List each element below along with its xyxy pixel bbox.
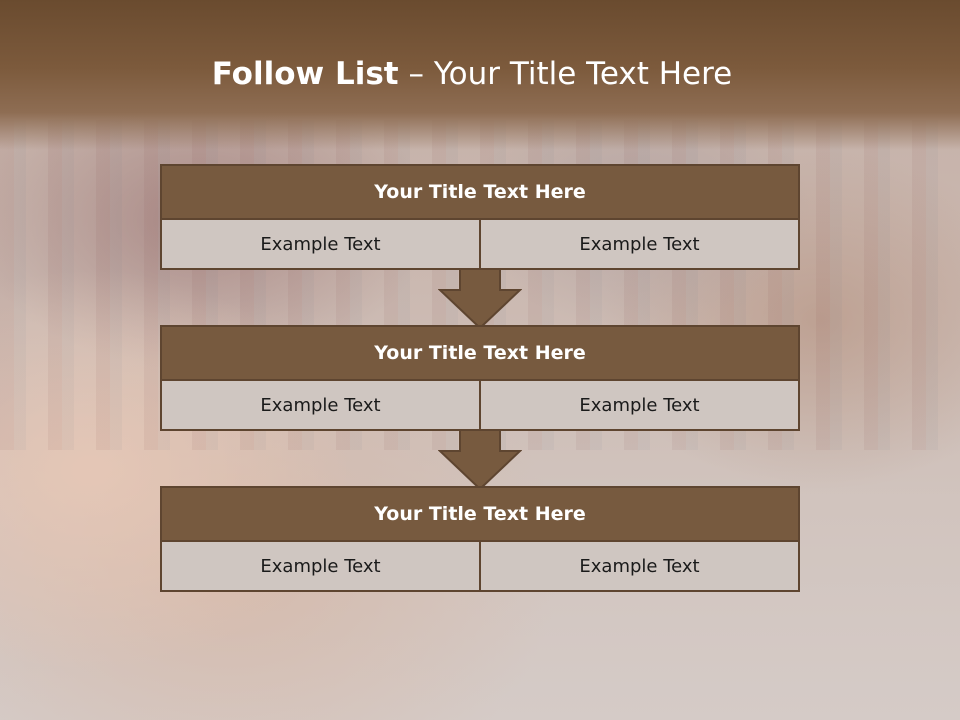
list-block: Your Title Text Here Example Text Exampl… <box>160 164 800 270</box>
slide-title: Follow List – Your Title Text Here <box>0 56 944 92</box>
block-title: Your Title Text Here <box>160 164 800 220</box>
block-cell-right: Example Text <box>481 220 800 270</box>
block-cell-left: Example Text <box>160 542 481 592</box>
arrow-down-icon <box>438 268 522 330</box>
block-row: Example Text Example Text <box>160 542 800 592</box>
list-block: Your Title Text Here Example Text Exampl… <box>160 325 800 431</box>
block-cell-left: Example Text <box>160 220 481 270</box>
list-block: Your Title Text Here Example Text Exampl… <box>160 486 800 592</box>
block-title: Your Title Text Here <box>160 325 800 381</box>
block-cell-left: Example Text <box>160 381 481 431</box>
slide-title-bold: Follow List <box>211 56 399 92</box>
slide-title-rest: – Your Title Text Here <box>398 56 733 92</box>
block-title: Your Title Text Here <box>160 486 800 542</box>
block-row: Example Text Example Text <box>160 381 800 431</box>
arrow-down-icon <box>438 429 522 491</box>
block-cell-right: Example Text <box>481 542 800 592</box>
header-band <box>0 0 960 150</box>
block-row: Example Text Example Text <box>160 220 800 270</box>
block-cell-right: Example Text <box>481 381 800 431</box>
